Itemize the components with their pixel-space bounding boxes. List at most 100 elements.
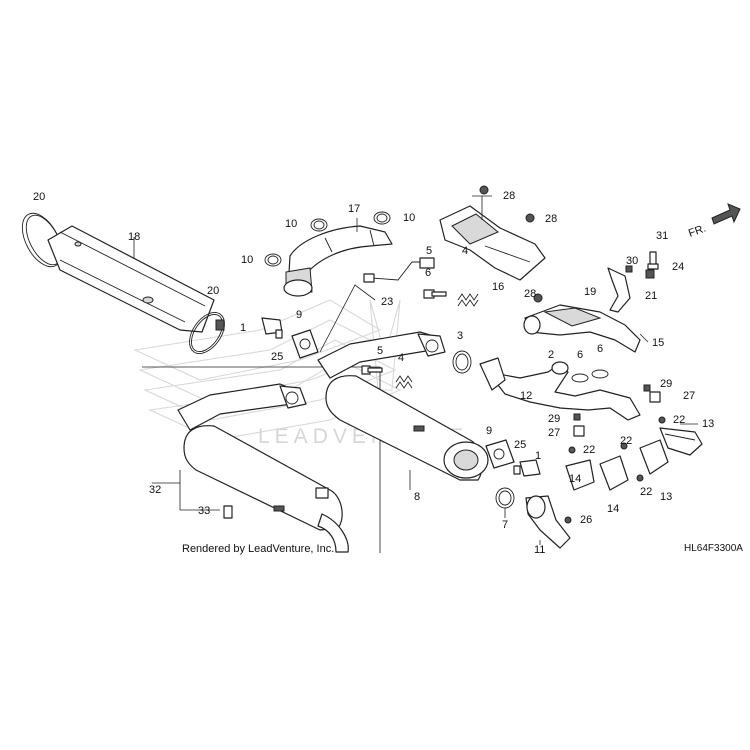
muffler-8 — [317, 331, 489, 481]
callout-23: 23 — [381, 296, 393, 308]
screw-22-b — [568, 446, 576, 454]
callout-1-a: 1 — [240, 322, 246, 334]
heat-guard-16 — [439, 205, 546, 281]
callout-13-b: 13 — [660, 491, 672, 503]
callout-6-c: 6 — [597, 343, 603, 355]
callout-10-b: 10 — [403, 212, 415, 224]
callout-2: 2 — [548, 349, 554, 361]
callout-4-a: 4 — [462, 245, 468, 257]
callout-8: 8 — [414, 491, 420, 503]
callout-17: 17 — [348, 203, 360, 215]
callout-32: 32 — [149, 484, 161, 496]
gasket-9-b — [485, 439, 515, 469]
o2-sensor-23 — [363, 257, 435, 283]
callout-12: 12 — [520, 390, 532, 402]
callout-3: 3 — [457, 330, 463, 342]
protector-14-a — [565, 459, 595, 491]
assembly-guide-line — [319, 284, 376, 353]
callout-28-c: 28 — [524, 288, 536, 300]
direction-label: FR. — [687, 222, 708, 239]
callout-21: 21 — [645, 290, 657, 302]
collar-24 — [647, 263, 659, 270]
assembly-frame-line — [142, 366, 381, 553]
callout-31: 31 — [656, 230, 668, 242]
callout-27-b: 27 — [548, 427, 560, 439]
callout-18: 18 — [128, 231, 140, 243]
bolt-25-a — [275, 329, 283, 339]
callout-16: 16 — [492, 281, 504, 293]
screw-22-a — [658, 416, 666, 424]
header-pipe-12 — [479, 357, 641, 421]
callout-4-b: 4 — [398, 352, 404, 364]
protector-14-b — [599, 455, 629, 491]
spring-4-a — [457, 293, 479, 307]
grommet-30 — [625, 265, 633, 273]
callout-1-b: 1 — [535, 450, 541, 462]
callout-5-a: 5 — [426, 245, 432, 257]
callout-labels: 20 18 20 10 17 10 10 28 28 16 23 6 5 4 2… — [33, 190, 714, 556]
band-clamp-20-left — [21, 212, 63, 268]
front-pipe-17 — [283, 225, 393, 297]
heat-protector-13-a — [659, 427, 703, 456]
callout-28-b: 28 — [545, 213, 557, 225]
callout-10-c: 10 — [241, 254, 253, 266]
gasket-ring-7-inner — [498, 490, 512, 506]
callout-11: 11 — [534, 544, 545, 556]
hose-clamp-10-c — [264, 253, 282, 267]
callout-25-b: 25 — [514, 439, 526, 451]
nut-28-c — [533, 293, 543, 303]
callout-9-b: 9 — [486, 425, 492, 437]
gasket-6-a — [571, 373, 589, 383]
rendered-by-credit: Rendered by LeadVenture, Inc. — [182, 543, 335, 555]
nut-28-b — [525, 213, 535, 223]
heat-shield-18 — [47, 225, 215, 333]
screw-22-d — [636, 474, 644, 482]
callout-6-a: 6 — [425, 267, 431, 279]
sensor-1-b — [519, 459, 541, 477]
callout-20-left: 20 — [33, 191, 45, 203]
callout-20-right: 20 — [207, 285, 219, 297]
callout-13-a: 13 — [702, 418, 714, 430]
bolt-5-b — [361, 365, 383, 375]
nut-27-b — [573, 425, 585, 437]
spring-4-b — [395, 375, 413, 389]
callout-14-a: 14 — [569, 473, 581, 485]
callout-24: 24 — [672, 261, 684, 273]
callout-33: 33 — [198, 505, 210, 517]
gasket-6-b — [591, 369, 609, 379]
screw-22-c — [620, 442, 628, 450]
callout-30: 30 — [626, 255, 638, 267]
nut-28-a — [479, 185, 489, 195]
bolt-5-a — [423, 289, 447, 299]
callout-9-a: 9 — [296, 309, 302, 321]
hose-clamp-10-a — [310, 218, 328, 232]
bolt-25-b — [513, 465, 521, 475]
hose-clamp-10-b — [373, 211, 391, 225]
washer-21 — [645, 269, 655, 279]
leader-lines — [133, 237, 220, 511]
diagram-reference-code: HL64F3300A — [684, 543, 743, 554]
callout-14-b: 14 — [607, 503, 619, 515]
plug-33 — [223, 505, 233, 519]
bolt-29-b — [573, 413, 581, 421]
nut-27-a — [649, 391, 661, 403]
gasket-ring-3-inner — [455, 353, 469, 371]
callout-22-c: 22 — [620, 435, 632, 447]
callout-22-a: 22 — [673, 414, 685, 426]
screw-26 — [564, 516, 572, 524]
callout-27-a: 27 — [683, 390, 695, 402]
catalytic-pipe-15 — [523, 304, 641, 353]
band-clamp-20-right — [189, 312, 225, 354]
leader-line-28 — [472, 195, 492, 220]
heat-protector-13-b — [639, 439, 669, 475]
callout-6-b: 6 — [577, 349, 583, 361]
muffler-32 — [177, 383, 349, 553]
callout-19: 19 — [584, 286, 596, 298]
callout-7: 7 — [502, 519, 508, 531]
tail-pipe-11 — [525, 495, 571, 549]
callout-29-a: 29 — [660, 378, 672, 390]
callout-15: 15 — [652, 337, 664, 349]
callout-22-b: 22 — [583, 444, 595, 456]
bolt-29-a — [643, 384, 651, 392]
